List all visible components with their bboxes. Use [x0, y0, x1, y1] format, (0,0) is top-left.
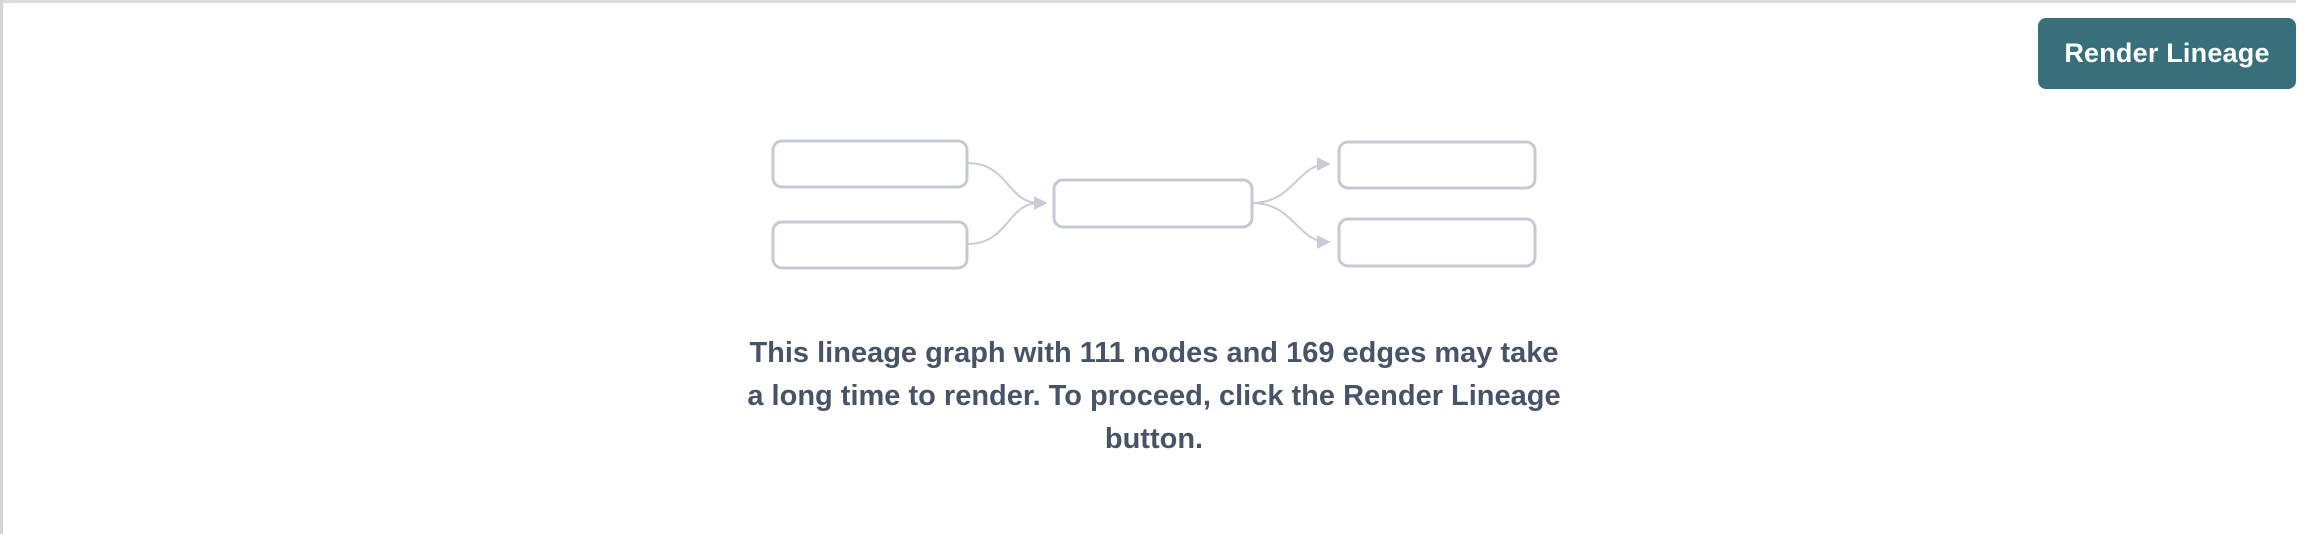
placeholder-node — [1337, 140, 1537, 190]
render-warning-line-1: This lineage graph with 111 nodes and 16… — [749, 337, 1559, 369]
lineage-graph-placeholder-icon — [771, 139, 1537, 270]
render-warning-line-3: button. — [1104, 423, 1204, 455]
placeholder-node — [771, 220, 969, 270]
render-warning-line-2: a long time to render. To proceed, click… — [747, 380, 1561, 412]
placeholder-node — [1052, 178, 1254, 229]
placeholder-node — [1337, 217, 1537, 268]
placeholder-nodes — [771, 139, 1537, 270]
panel-top-divider — [0, 0, 2296, 3]
panel-left-divider — [0, 0, 3, 534]
render-warning-message: This lineage graph with 111 nodes and 16… — [747, 332, 1560, 461]
placeholder-edges — [966, 157, 1331, 249]
render-lineage-button[interactable]: Render Lineage — [2038, 18, 2296, 89]
placeholder-node — [771, 139, 969, 189]
lineage-empty-state: This lineage graph with 111 nodes and 16… — [747, 139, 1561, 461]
